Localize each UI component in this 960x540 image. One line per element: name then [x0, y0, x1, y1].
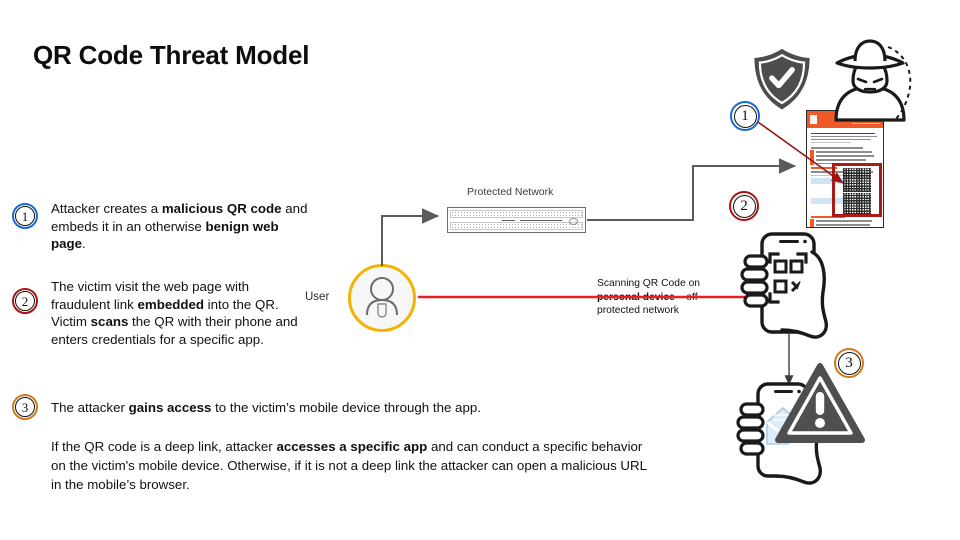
summary-paragraph: If the QR code is a deep link, attacker … [51, 439, 647, 492]
step-badge-3-number: 3 [15, 397, 35, 417]
user-avatar [348, 264, 416, 332]
diagram-marker-2: 2 [729, 191, 759, 221]
step-2-text: The victim visit the web page with fraud… [51, 279, 298, 347]
diagram-marker-3-number: 3 [837, 351, 861, 375]
step-badge-2-number: 2 [15, 291, 35, 311]
hacker-figure-icon [834, 39, 912, 122]
web-page-header [807, 111, 883, 128]
hand-phone-envelope-icon [736, 382, 822, 485]
network-appliance-icon [447, 207, 586, 233]
diagram-marker-3: 3 [834, 348, 864, 378]
qr-code-icon [843, 168, 871, 192]
diagram-marker-1: 1 [730, 101, 760, 131]
appliance-front-panel [450, 218, 583, 225]
appliance-vent-top [450, 210, 583, 218]
step-badge-1-number: 1 [15, 206, 35, 226]
step-badge-3: 3 [12, 394, 38, 420]
appliance-vent-bottom [450, 222, 583, 230]
diagram-marker-2-number: 2 [732, 194, 756, 218]
qr-code-icon [843, 193, 871, 217]
diagram-marker-1-number: 1 [733, 104, 757, 128]
envelope-icon [766, 406, 800, 445]
step-3-text: The attacker gains access to the victim’… [51, 400, 481, 415]
step-1-text: Attacker creates a malicious QR code and… [51, 201, 308, 251]
step-badge-2: 2 [12, 288, 38, 314]
scanning-note: Scanning QR Code on personal device – of… [597, 278, 701, 316]
protected-network-label: Protected Network [467, 186, 554, 198]
connector-user-to-network [381, 208, 440, 266]
connector-network-to-webpage [587, 158, 797, 221]
qr-highlight-box [832, 163, 882, 217]
user-label: User [305, 291, 330, 303]
page-title: QR Code Threat Model [33, 40, 310, 70]
step-badge-1: 1 [12, 203, 38, 229]
hand-phone-qr-scan-icon [740, 232, 828, 339]
shield-check-icon [754, 48, 810, 110]
